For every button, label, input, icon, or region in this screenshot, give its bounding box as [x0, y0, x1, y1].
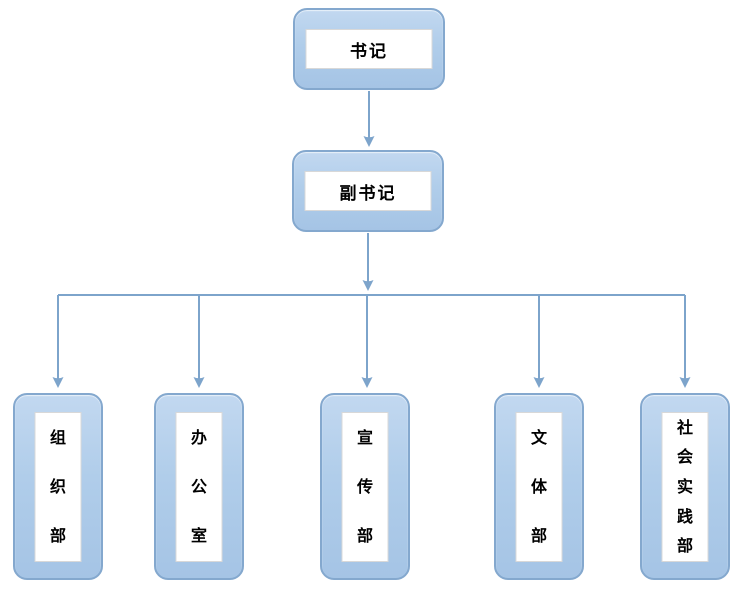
node-dept-publicity-label: 宣传部: [341, 412, 389, 562]
node-secretary: 书记: [293, 8, 445, 90]
node-deputy-secretary: 副书记: [292, 150, 444, 232]
node-dept-organization: 组织部: [13, 393, 103, 580]
node-dept-office: 办公室: [154, 393, 244, 580]
node-dept-organization-label: 组织部: [34, 412, 82, 562]
node-dept-social-practice-label: 社会实践部: [661, 412, 709, 562]
node-dept-publicity: 宣传部: [320, 393, 410, 580]
node-dept-culture-sports: 文体部: [494, 393, 584, 580]
node-dept-office-label: 办公室: [175, 412, 223, 562]
node-secretary-label: 书记: [305, 29, 433, 69]
node-dept-culture-sports-label: 文体部: [515, 412, 563, 562]
node-deputy-secretary-label: 副书记: [304, 171, 432, 211]
node-dept-social-practice: 社会实践部: [640, 393, 730, 580]
